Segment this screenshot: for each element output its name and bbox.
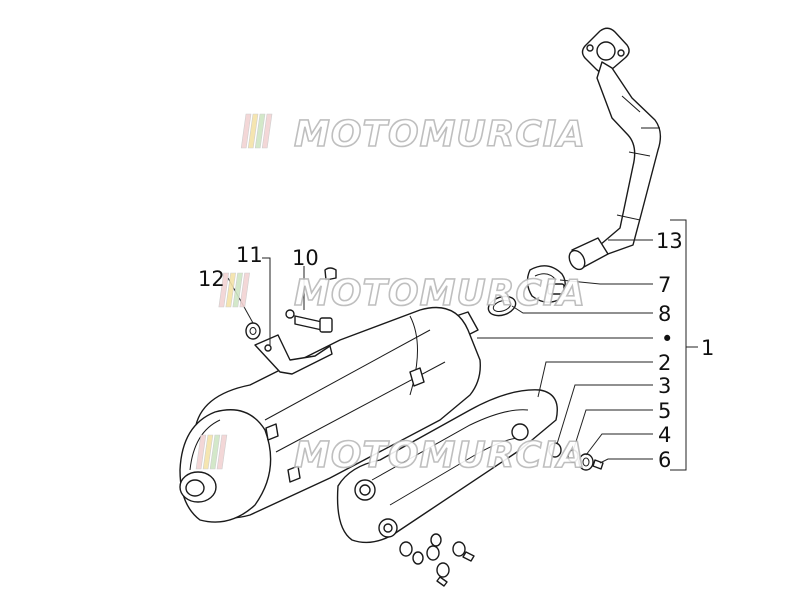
watermark-logo: MOTOMURCIA [195, 434, 586, 477]
exhaust-header-pipe [568, 27, 662, 271]
watermark-logo: MOTOMURCIA [240, 113, 586, 156]
watermark-group: MOTOMURCIA MOTOMURCIA MOTOMURCIA [195, 113, 586, 477]
watermark-stripe [216, 434, 228, 470]
callout-3: 3 [658, 374, 671, 398]
watermark-text: MOTOMURCIA [294, 273, 586, 314]
callout-6: 6 [658, 448, 671, 472]
watermark-stripe [240, 113, 252, 149]
callout-1: 1 [701, 336, 714, 360]
watermark-stripe [239, 272, 250, 308]
watermark-stripe [225, 272, 236, 308]
callout-11: 11 [236, 243, 263, 267]
watermark-text: MOTOMURCIA [294, 435, 586, 476]
pipe-gasket [487, 295, 517, 317]
callout-5: 5 [658, 399, 671, 423]
heat-shield-bracket [336, 389, 558, 544]
watermark-stripe [202, 434, 214, 470]
watermark-logo: MOTOMURCIA [218, 272, 586, 315]
bottom-fastener-set [399, 533, 475, 587]
callout-2: 2 [658, 351, 671, 375]
leader-lines [227, 219, 698, 471]
callout-12: 12 [198, 267, 225, 291]
watermark-stripe [209, 434, 221, 470]
top-bolt-and-nut [245, 267, 337, 340]
pipe-clamp [526, 265, 566, 303]
watermark-stripe [254, 113, 266, 149]
callout-7: 7 [658, 273, 671, 297]
callout-8: 8 [658, 302, 671, 326]
callout-bullet: • [661, 327, 673, 351]
watermark-text: MOTOMURCIA [294, 114, 586, 155]
callout-10: 10 [292, 246, 319, 270]
watermark-stripe [195, 434, 207, 470]
callout-labels: 13 7 8 • 1 2 3 5 4 6 11 10 12 [198, 229, 714, 472]
watermark-stripe [218, 272, 229, 308]
watermark-stripe [247, 113, 259, 149]
callout-13: 13 [656, 229, 683, 253]
watermark-stripe [261, 113, 273, 149]
watermark-stripe [232, 272, 243, 308]
callout-4: 4 [658, 423, 671, 447]
